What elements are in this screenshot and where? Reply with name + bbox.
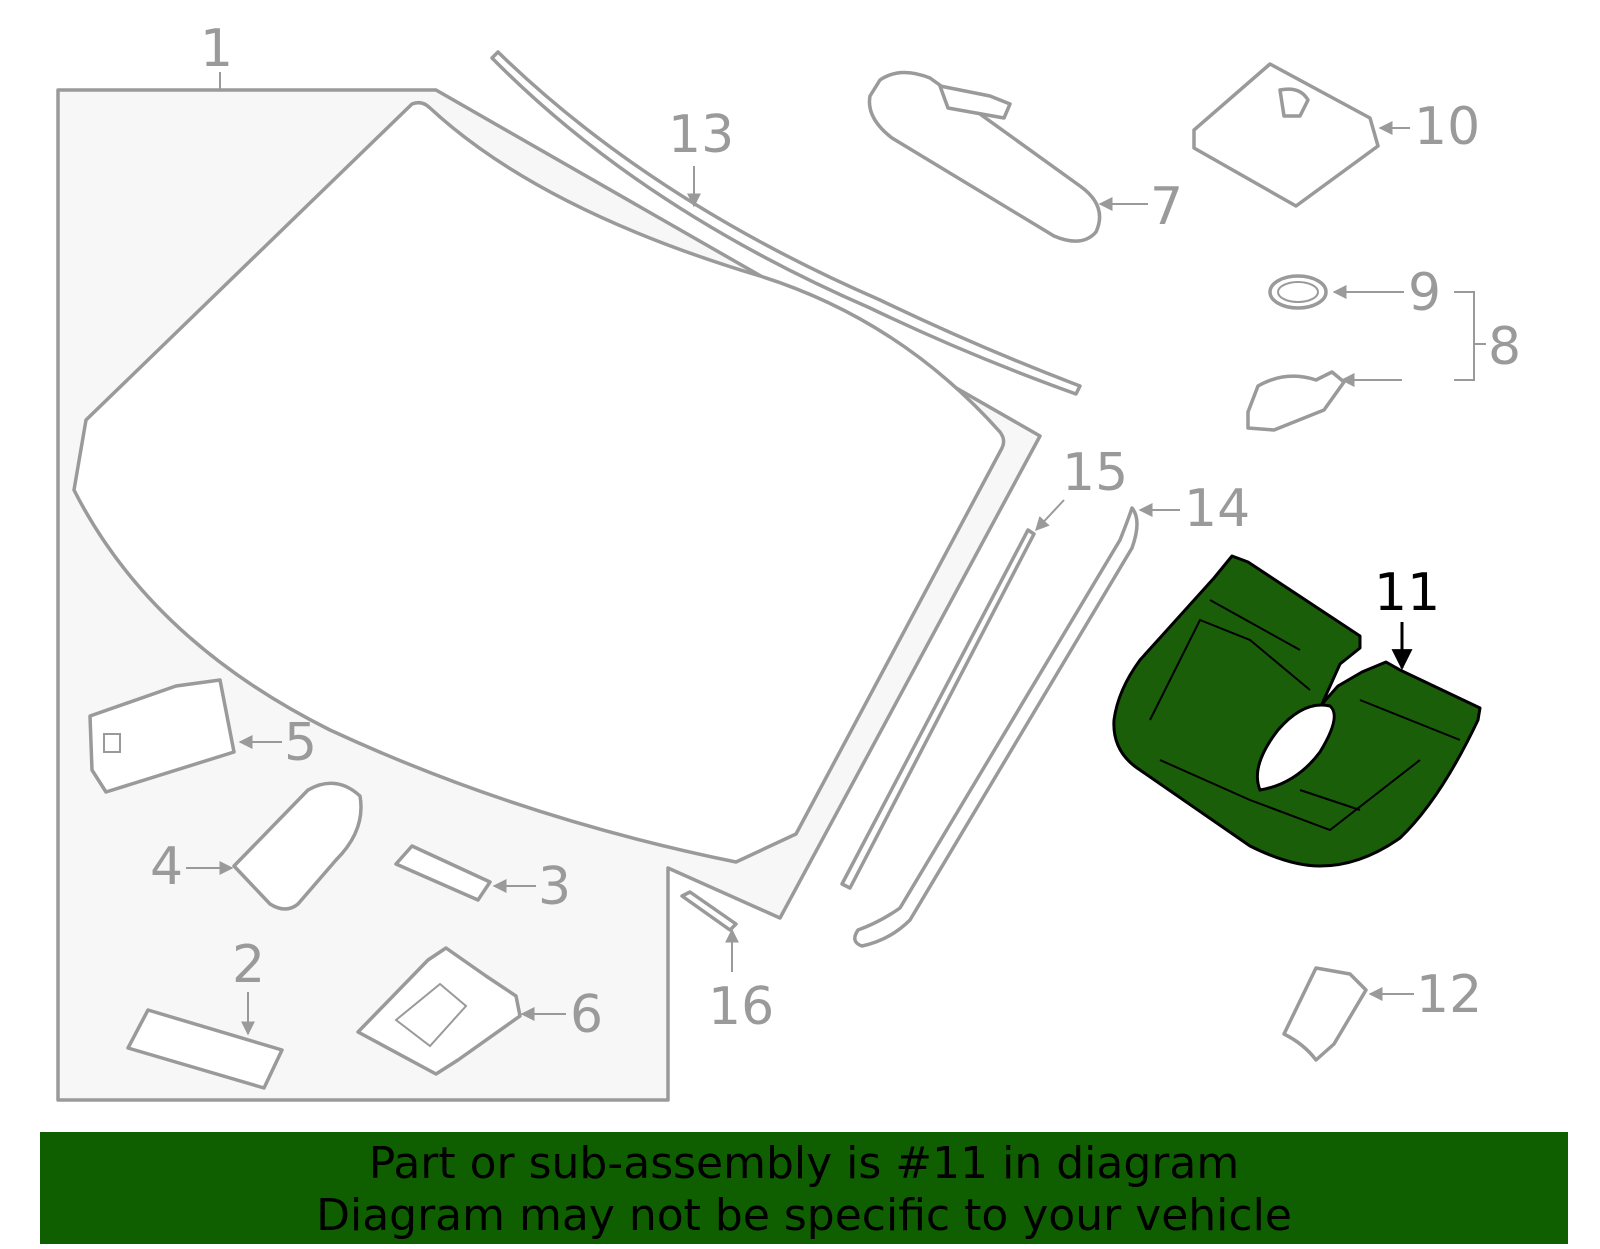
callout-4: 4 xyxy=(150,837,183,897)
tape-3 xyxy=(394,844,536,902)
bracket-12 xyxy=(1282,966,1414,1062)
side-strip-15 xyxy=(840,499,1065,890)
callout-6: 6 xyxy=(570,985,603,1045)
windshield-glass xyxy=(72,100,1006,864)
seal-9 xyxy=(1268,274,1404,310)
callout-3: 3 xyxy=(538,857,571,917)
bracket-6 xyxy=(356,946,566,1076)
callout-14: 14 xyxy=(1184,479,1250,539)
callout-2: 2 xyxy=(232,935,265,995)
info-banner: Part or sub-assembly is #11 in diagram D… xyxy=(40,1132,1568,1244)
callout-5: 5 xyxy=(284,713,317,773)
callout-8: 8 xyxy=(1488,317,1521,377)
callout-11: 11 xyxy=(1374,563,1440,623)
module-5 xyxy=(88,678,282,794)
callout-16: 16 xyxy=(708,977,774,1037)
tape-2 xyxy=(126,992,284,1090)
callout-9: 9 xyxy=(1408,263,1441,323)
sensor-housing-10 xyxy=(1192,62,1410,208)
callout-13: 13 xyxy=(668,105,734,165)
side-weatherstrip-14 xyxy=(853,503,1180,948)
rear-view-mirror-7 xyxy=(867,70,1148,243)
callout-12: 12 xyxy=(1416,965,1482,1025)
mirror-cover-11-highlighted xyxy=(1112,554,1482,868)
clip-16 xyxy=(680,890,739,972)
callout-10: 10 xyxy=(1414,97,1480,157)
upper-molding-13 xyxy=(490,50,1082,396)
rain-sensor-8 xyxy=(1246,291,1486,432)
banner-line-1: Part or sub-assembly is #11 in diagram xyxy=(368,1138,1240,1189)
callout-1: 1 xyxy=(200,19,233,79)
callout-15: 15 xyxy=(1062,443,1128,503)
callout-7: 7 xyxy=(1150,177,1183,237)
pad-4 xyxy=(186,781,363,911)
banner-line-2: Diagram may not be specific to your vehi… xyxy=(316,1190,1292,1241)
